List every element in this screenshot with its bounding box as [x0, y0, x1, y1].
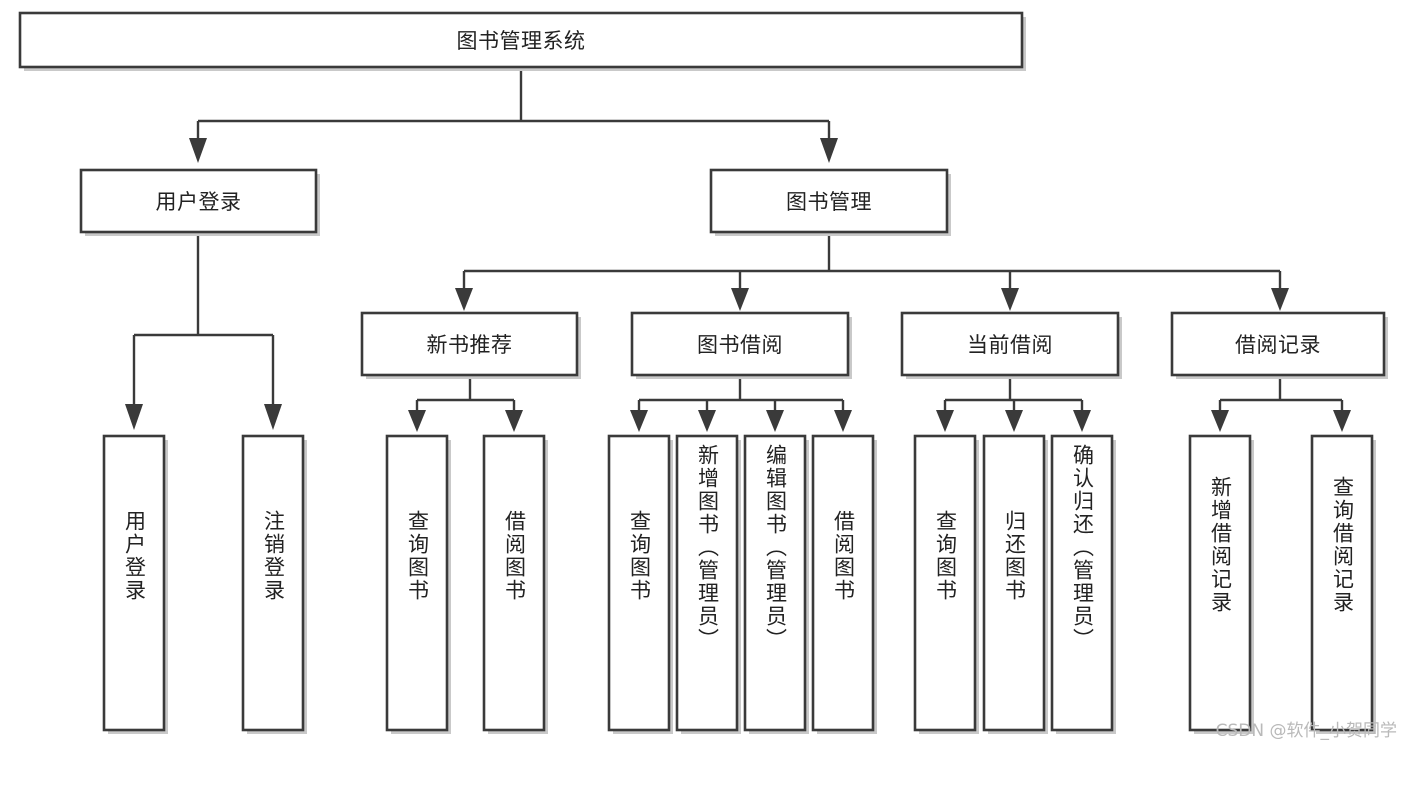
node-box-leaf-logout[interactable]	[241, 434, 305, 732]
node-box-leaf-return-book[interactable]	[982, 434, 1046, 732]
node-box-leaf-borrow-book-1[interactable]	[482, 434, 546, 732]
connector-group-root	[189, 67, 838, 163]
diagram-canvas	[18, 11, 1388, 734]
node-box-root[interactable]	[18, 11, 1024, 69]
arrow-book-borrow-leaf-3	[766, 410, 784, 432]
arrow-root-to-book-mgmt	[820, 138, 838, 163]
node-box-book-borrow[interactable]	[630, 311, 850, 377]
node-box-borrow-record[interactable]	[1170, 311, 1386, 377]
node-box-leaf-borrow-book-2[interactable]	[811, 434, 875, 732]
node-box-leaf-add-record[interactable]	[1188, 434, 1252, 732]
node-box-current-borrow[interactable]	[900, 311, 1120, 377]
arrow-new-rec-leaf-2	[505, 410, 523, 432]
node-box-user-login[interactable]	[79, 168, 318, 234]
arrow-book-borrow-leaf-4	[834, 410, 852, 432]
connector-group-new-rec	[408, 375, 523, 432]
node-box-leaf-user-login[interactable]	[102, 434, 166, 732]
node-box-book-mgmt[interactable]	[709, 168, 949, 234]
arrow-current-borrow-leaf-2	[1005, 410, 1023, 432]
arrow-user-login-leaf-1	[125, 404, 143, 430]
arrow-borrow-record-leaf-1	[1211, 410, 1229, 432]
arrow-book-mgmt-current-borrow	[1001, 288, 1019, 311]
arrow-current-borrow-leaf-1	[936, 410, 954, 432]
connector-group-book-mgmt	[455, 232, 1289, 311]
node-box-new-rec[interactable]	[360, 311, 579, 377]
arrow-user-login-leaf-2	[264, 404, 282, 430]
node-box-leaf-confirm-return[interactable]	[1050, 434, 1114, 732]
arrow-borrow-record-leaf-2	[1333, 410, 1351, 432]
connector-group-book-borrow	[630, 375, 852, 432]
arrow-new-rec-leaf-1	[408, 410, 426, 432]
book-management-system-diagram: 图书管理系统 用户登录 图书管理 新书推荐 图书借阅 当前借阅 借阅记录 用户登…	[18, 11, 1397, 741]
connector-group-current-borrow	[936, 375, 1091, 432]
node-box-leaf-query-book-1[interactable]	[385, 434, 449, 732]
arrow-book-borrow-leaf-1	[630, 410, 648, 432]
connector-group-borrow-record	[1211, 375, 1351, 432]
arrow-book-mgmt-borrow-record	[1271, 288, 1289, 311]
node-box-leaf-query-book-3[interactable]	[913, 434, 977, 732]
arrow-book-borrow-leaf-2	[698, 410, 716, 432]
node-box-leaf-add-book[interactable]	[675, 434, 739, 732]
arrow-book-mgmt-new-rec	[455, 288, 473, 311]
arrow-book-mgmt-book-borrow	[731, 288, 749, 311]
node-box-leaf-edit-book[interactable]	[743, 434, 807, 732]
arrow-current-borrow-leaf-3	[1073, 410, 1091, 432]
connector-group-user-login	[125, 232, 282, 430]
arrow-root-to-user-login	[189, 138, 207, 163]
node-box-leaf-query-book-2[interactable]	[607, 434, 671, 732]
node-box-leaf-query-record[interactable]	[1310, 434, 1374, 732]
node-boxes	[18, 11, 1388, 734]
